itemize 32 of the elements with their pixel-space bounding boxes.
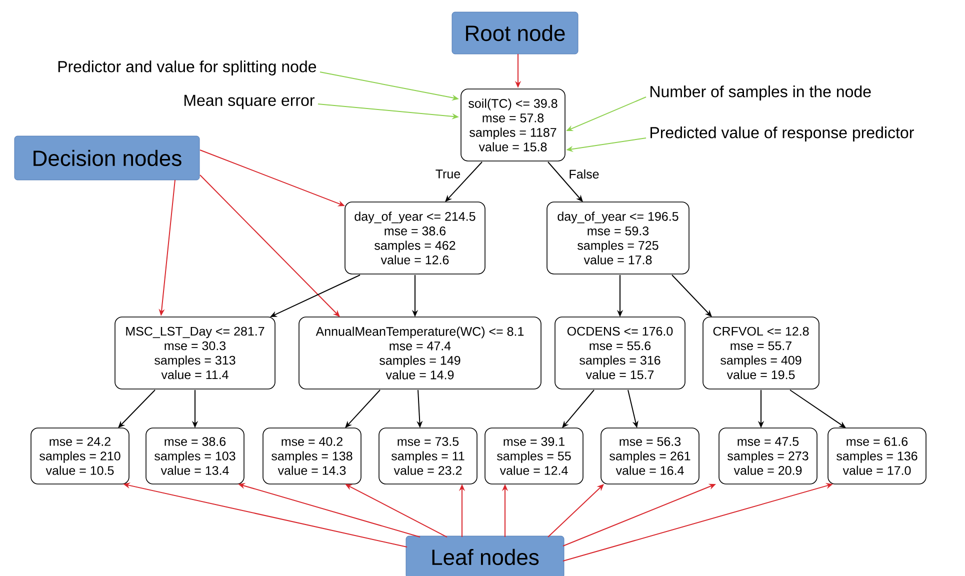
arrow	[548, 484, 604, 538]
tree-node-box: mse = 24.2 samples = 210 value = 10.5	[30, 428, 130, 484]
arrow	[445, 162, 482, 202]
arrow	[345, 390, 380, 428]
annotation-text: Mean square error	[184, 94, 314, 110]
tree-node-box: mse = 73.5 samples = 11 value = 23.2	[378, 428, 478, 484]
tree-node-box: CRFVOL <= 12.8 mse = 55.7 samples = 409 value = 19.5	[702, 316, 820, 390]
tree-node-box: day_of_year <= 214.5 mse = 38.6 samples = 462 value = 12.6	[344, 202, 486, 274]
tree-node-box: mse = 61.6 samples = 136 value = 17.0	[828, 428, 926, 484]
tree-node-box: mse = 40.2 samples = 138 value = 14.3	[262, 428, 362, 484]
callout-box: Decision nodes	[14, 136, 200, 180]
annotation-text: Number of samples in the node	[650, 86, 871, 100]
edge-label: True	[434, 168, 462, 180]
tree-node-box: mse = 56.3 samples = 261 value = 16.4	[600, 428, 700, 484]
callout-box: Leaf nodes	[406, 536, 564, 576]
tree-node-box: OCDENS <= 176.0 mse = 55.6 samples = 316 value = 15.7	[554, 316, 686, 390]
arrow	[200, 174, 340, 317]
arrow	[672, 274, 712, 317]
tree-node-box: mse = 47.5 samples = 273 value = 20.9	[718, 428, 818, 484]
tree-node-box: mse = 38.6 samples = 103 value = 13.4	[146, 428, 244, 484]
arrow	[562, 390, 594, 428]
tree-node-box: mse = 39.1 samples = 55 value = 12.4	[484, 428, 584, 484]
tree-node-box: soil(TC) <= 39.8 mse = 57.8 samples = 1187 value = 15.8	[460, 88, 566, 162]
tree-node-box: MSC_LST_Day <= 281.7 mse = 30.3 samples = 313 value = 11.4	[114, 316, 276, 390]
tree-node-box: AnnualMeanTemperature(WC) <= 8.1 mse = 47.4 samples = 149 value = 14.9	[298, 316, 542, 390]
arrow	[118, 390, 156, 428]
tree-node-box: day_of_year <= 196.5 mse = 59.3 samples = 725 value = 17.8	[546, 202, 690, 274]
annotation-text: Predictor and value for splitting node	[58, 60, 316, 76]
edge-label: False	[568, 168, 600, 180]
callout-box: Root node	[452, 12, 578, 54]
annotation-text: Predicted value of response predictor	[650, 126, 914, 142]
arrow	[548, 162, 583, 202]
